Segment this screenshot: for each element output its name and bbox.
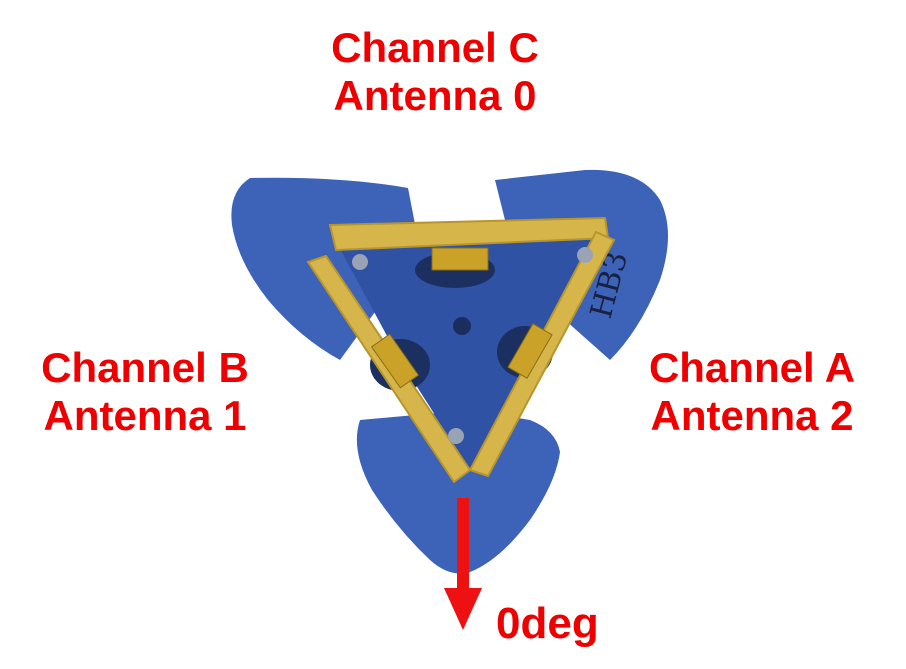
- channel-b-antenna: Antenna 1: [43, 392, 247, 439]
- channel-c-antenna: Antenna 0: [333, 72, 537, 119]
- direction-arrow: [444, 498, 482, 630]
- channel-a-antenna: Antenna 2: [650, 392, 854, 439]
- center-hole: [453, 317, 471, 335]
- screw-3: [448, 428, 464, 444]
- screw-2: [577, 247, 593, 263]
- connector-left: [370, 333, 420, 389]
- channel-c-name: Channel C: [331, 24, 539, 71]
- screw-1: [352, 254, 368, 270]
- channel-a-label: Channel A Antenna 2: [612, 344, 892, 440]
- connector-right: [507, 323, 553, 379]
- channel-c-label: Channel C Antenna 0: [300, 24, 570, 120]
- connectors: [352, 247, 593, 444]
- direction-label: 0deg: [496, 599, 599, 648]
- housing-center: [330, 225, 600, 470]
- pcb-right: [468, 230, 616, 478]
- housing-lobe-bottom: [356, 410, 560, 574]
- channel-a-name: Channel A: [648, 344, 856, 391]
- connector-top: [431, 247, 489, 271]
- channel-b-label: Channel B Antenna 1: [10, 344, 280, 440]
- arrow-head: [444, 588, 482, 630]
- channel-b-name: Channel B: [41, 344, 249, 391]
- arrow-shaft: [457, 498, 469, 590]
